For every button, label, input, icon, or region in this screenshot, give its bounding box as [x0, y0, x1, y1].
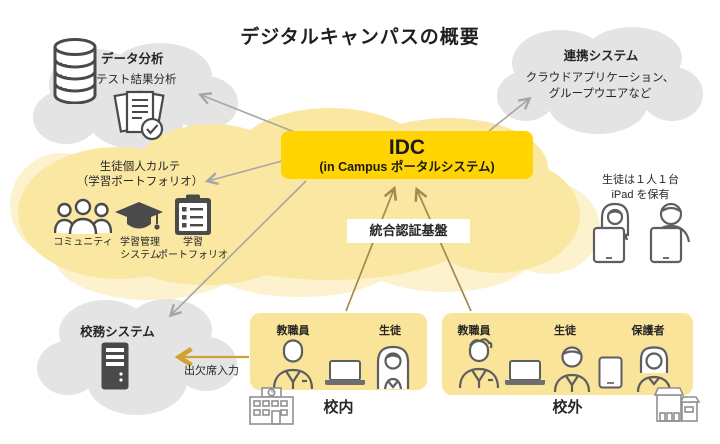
- attendance-input-label: 出欠席入力: [184, 365, 239, 377]
- database-icon: [52, 38, 98, 105]
- ipad-note: 生徒は１人１台 iPad を保有: [602, 174, 679, 201]
- arrow-offcampus-to-idc: [414, 186, 472, 312]
- documents-check-icon: [112, 88, 166, 142]
- page-title: デジタルキャンパスの概要: [240, 27, 480, 48]
- arrow-idc-to-data-analysis: [197, 92, 303, 136]
- on-campus-panel: 教職員 生徒: [250, 313, 427, 390]
- teacher-icon: [458, 338, 500, 389]
- student-boy-tablet-icon: [645, 202, 692, 264]
- graduation-cap-icon: [114, 201, 164, 233]
- teacher-icon: [272, 339, 314, 390]
- school-affairs-cloud-shape: [37, 299, 237, 415]
- off-campus-staff-label: 教職員: [457, 325, 491, 337]
- linked-systems-cloud-shape: [497, 27, 703, 134]
- tablet-icon: [598, 356, 623, 389]
- server-icon: [100, 341, 130, 391]
- portfolio-item-lms-label: 学習管理 システム: [120, 237, 160, 261]
- tan-arrows: [345, 185, 472, 312]
- auth-platform-box: 統合認証基盤: [347, 219, 470, 243]
- linked-systems-body: クラウドアプリケーション、 グループウエアなど: [525, 72, 675, 100]
- school-building-icon: [249, 387, 294, 425]
- student-girl-icon: [374, 345, 412, 390]
- clipboard-icon: [174, 194, 212, 236]
- on-campus-student-label: 生徒: [379, 325, 401, 337]
- idc-title: IDC: [388, 135, 426, 159]
- on-campus-staff-label: 教職員: [276, 325, 310, 337]
- portfolio-item-community-label: コミュニティ: [53, 237, 113, 248]
- off-campus-parent-label: 保護者: [631, 325, 665, 337]
- data-analysis-subtitle: テスト結果分析: [96, 74, 177, 86]
- off-campus-caption: 校外: [552, 399, 583, 416]
- idc-subtitle: (in Campus ポータルシステム): [319, 159, 495, 174]
- parent-icon: [634, 346, 674, 393]
- off-campus-panel: 教職員 生徒 保護者: [442, 313, 693, 395]
- gray-arrows: [168, 92, 532, 318]
- off-campus-student-label: 生徒: [554, 325, 576, 337]
- laptop-icon: [324, 360, 366, 387]
- school-affairs-title: 校務システム: [80, 325, 155, 339]
- portfolio-item-portfolio-label: 学習 ポートフォリオ: [158, 237, 228, 261]
- arrow-idc-to-portfolio: [204, 160, 283, 186]
- community-icon: [53, 198, 113, 235]
- on-campus-caption: 校内: [323, 399, 354, 416]
- student-girl-tablet-icon: [592, 202, 639, 264]
- idc-box: IDC (in Campus ポータルシステム): [281, 131, 533, 179]
- student-boy-icon: [553, 346, 591, 393]
- linked-systems-title: 連携システム: [563, 49, 639, 63]
- portfolio-title: 生徒個人カルテ （学習ポートフォリオ）: [76, 161, 204, 188]
- arrow-idc-to-school-affairs: [168, 180, 307, 318]
- laptop-icon: [504, 360, 546, 387]
- arrow-oncampus-to-idc: [345, 185, 398, 312]
- house-icon: [653, 386, 701, 422]
- data-analysis-title: データ分析: [101, 52, 164, 66]
- arrow-idc-to-linked-systems: [488, 96, 532, 132]
